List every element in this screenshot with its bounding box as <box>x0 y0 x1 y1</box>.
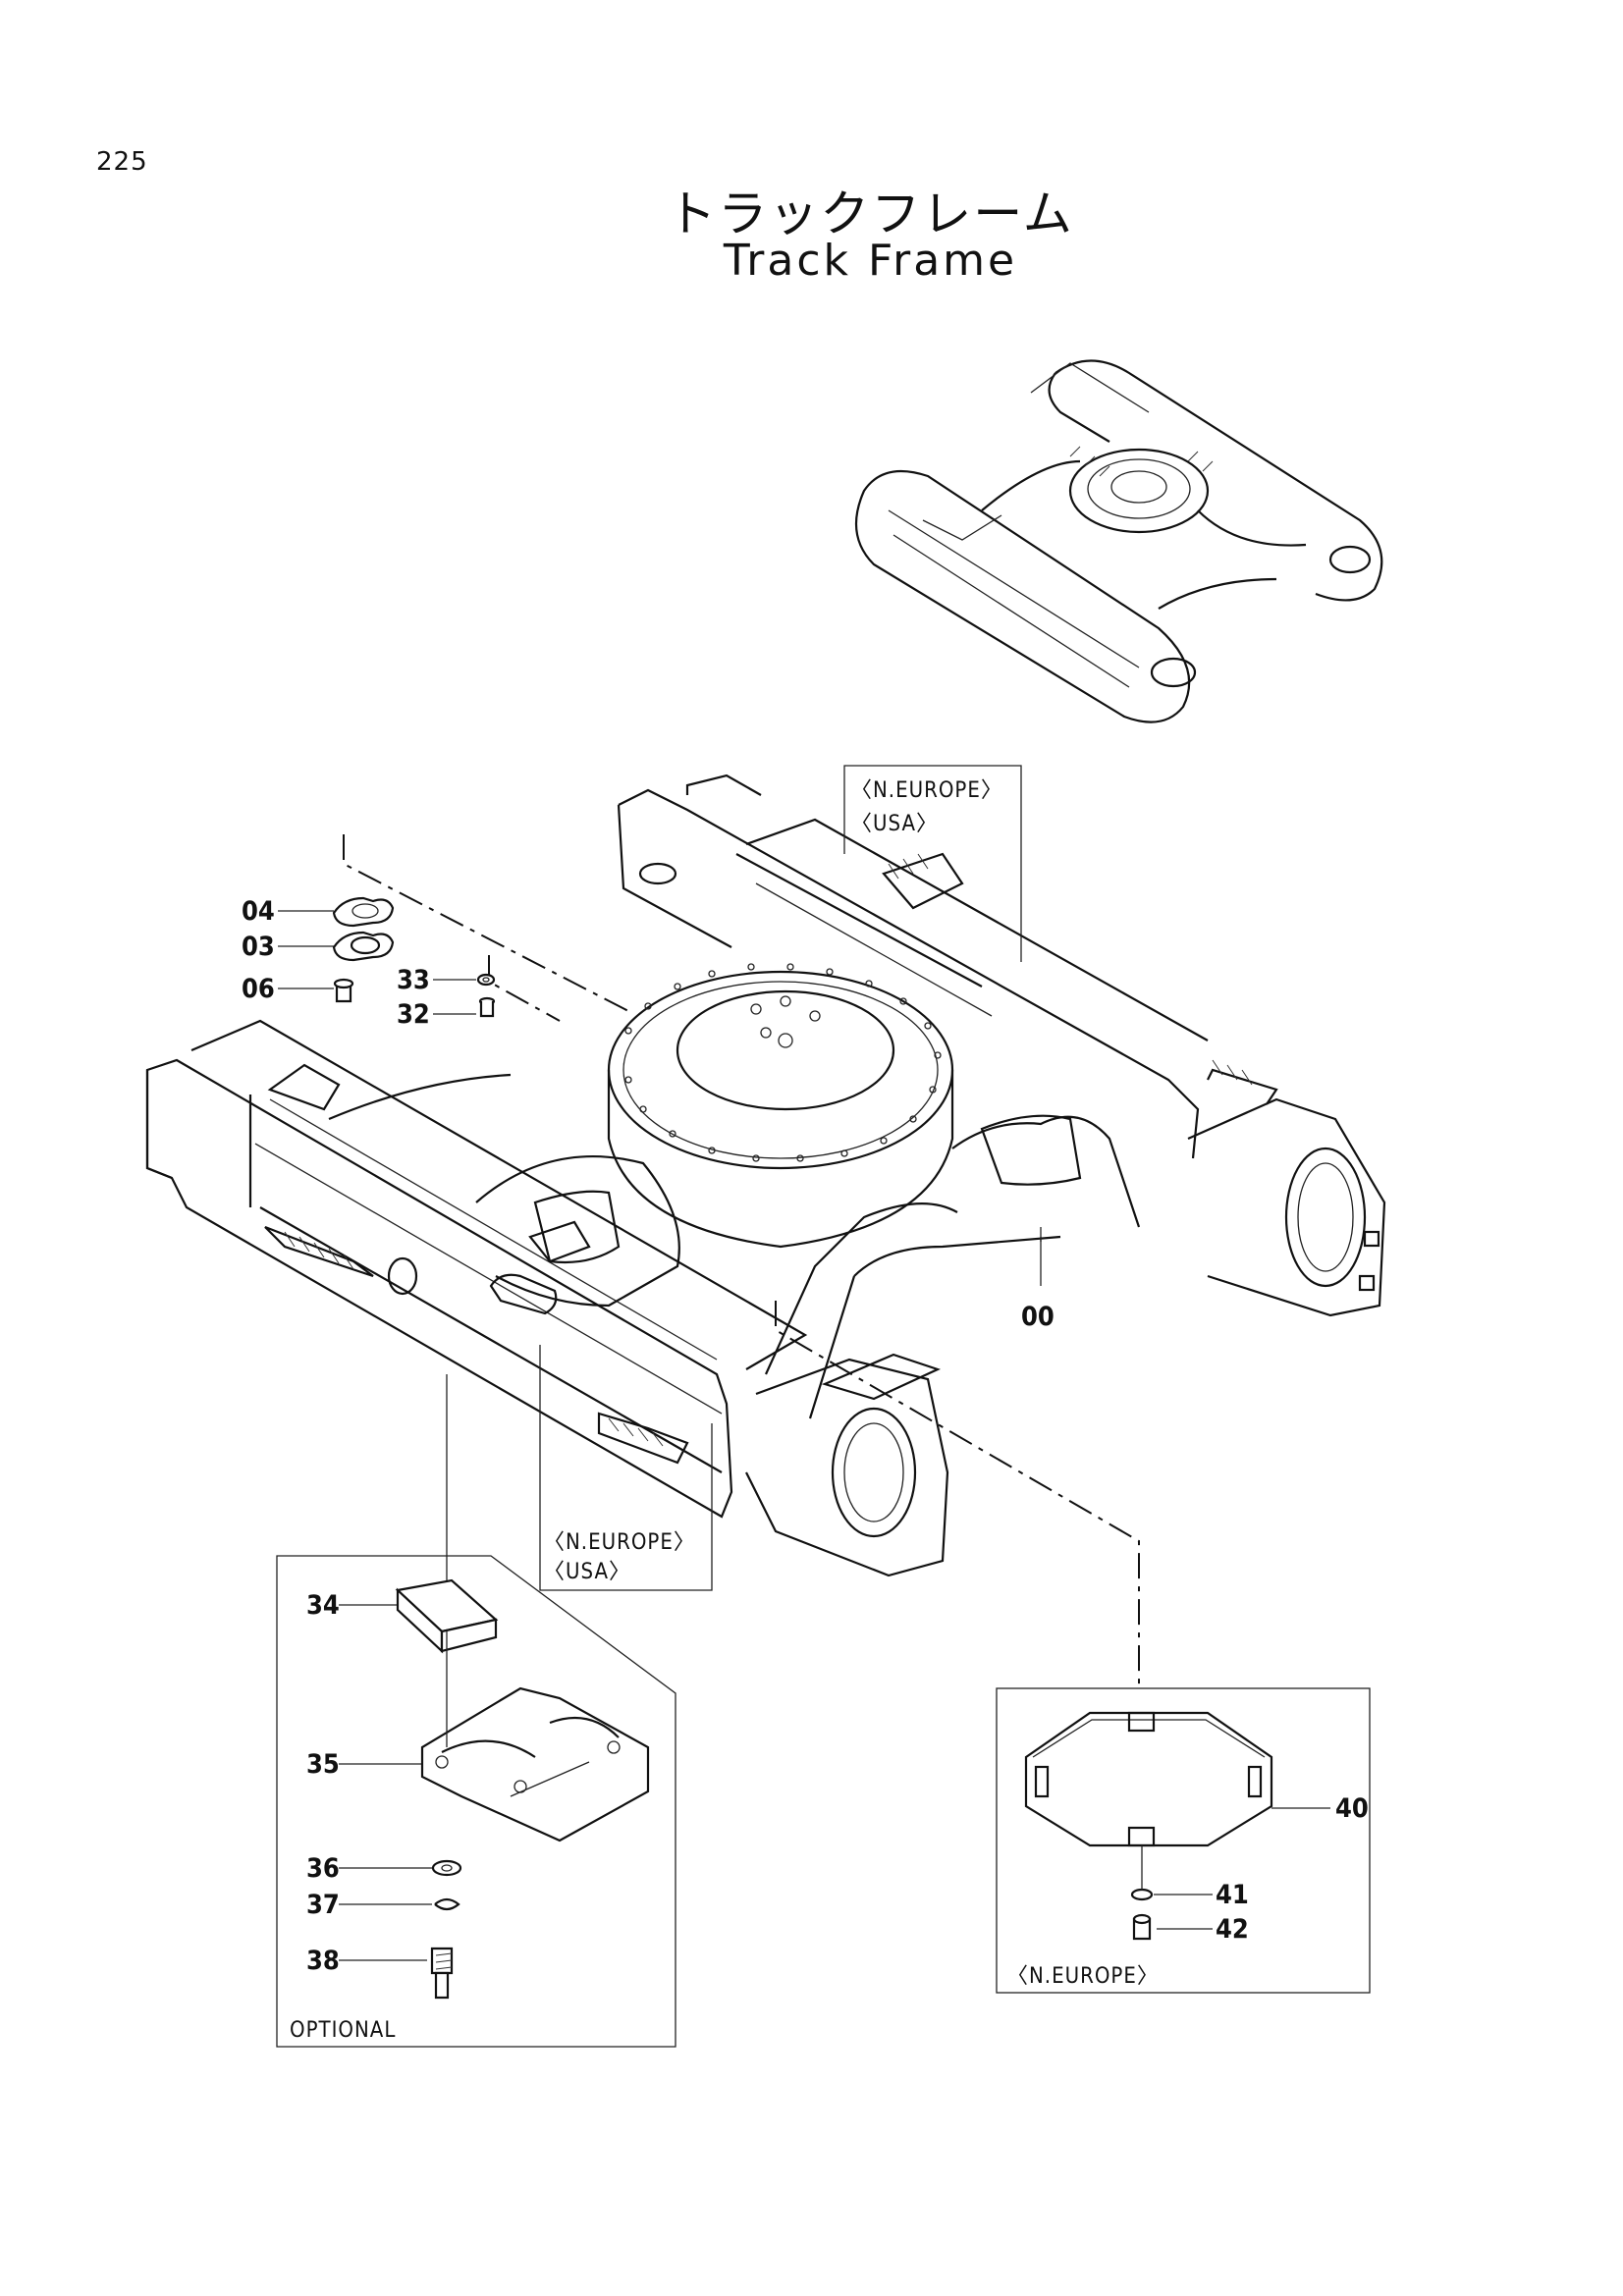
callout-38: 38 <box>306 1946 340 1976</box>
title-japanese: トラックフレーム <box>667 186 1074 242</box>
part-04-flange <box>332 896 395 928</box>
part-32-bolt <box>478 996 496 1018</box>
main-track-frame <box>145 774 1386 1577</box>
turntable-bolt-holes <box>624 963 942 1162</box>
callout-00: 00 <box>1021 1302 1055 1332</box>
neurope-box: 〈N.EUROPE〉 <box>996 1687 1371 1994</box>
note-box-mid: 〈N.EUROPE〉 〈USA〉 <box>539 1345 713 1591</box>
leader-lines <box>278 834 1330 1961</box>
note-box-top: 〈N.EUROPE〉 〈USA〉 <box>843 765 1022 962</box>
optional-label: OPTIONAL <box>290 2018 396 2043</box>
callout-41: 41 <box>1216 1880 1249 1910</box>
note-usa-top: 〈USA〉 <box>850 812 939 836</box>
callout-36: 36 <box>306 1853 340 1884</box>
part-33-washer <box>476 973 496 987</box>
callout-37: 37 <box>306 1890 340 1920</box>
note-neurope-mid: 〈N.EUROPE〉 <box>543 1530 696 1555</box>
callout-40: 40 <box>1335 1793 1369 1824</box>
optional-box: OPTIONAL <box>276 1555 676 2048</box>
page-number: 225 <box>96 147 148 177</box>
part-06-bolt <box>333 978 354 1003</box>
callout-34: 34 <box>306 1590 340 1621</box>
callout-35: 35 <box>306 1749 340 1780</box>
callout-03: 03 <box>242 932 275 962</box>
overview-illustration <box>854 359 1383 723</box>
callout-33: 33 <box>397 965 430 995</box>
note-neurope-box: 〈N.EUROPE〉 <box>1006 1964 1160 1989</box>
note-usa-mid: 〈USA〉 <box>543 1560 631 1584</box>
callout-42: 42 <box>1216 1914 1249 1945</box>
callout-32: 32 <box>397 999 430 1030</box>
callout-06: 06 <box>242 974 275 1004</box>
callout-labels: 04 03 06 33 32 00 34 35 36 37 38 40 41 4… <box>242 896 1369 1976</box>
part-03-flange <box>332 931 395 962</box>
callout-04: 04 <box>242 896 275 927</box>
note-neurope-top: 〈N.EUROPE〉 <box>850 778 1003 803</box>
title-english: Track Frame <box>723 236 1018 286</box>
